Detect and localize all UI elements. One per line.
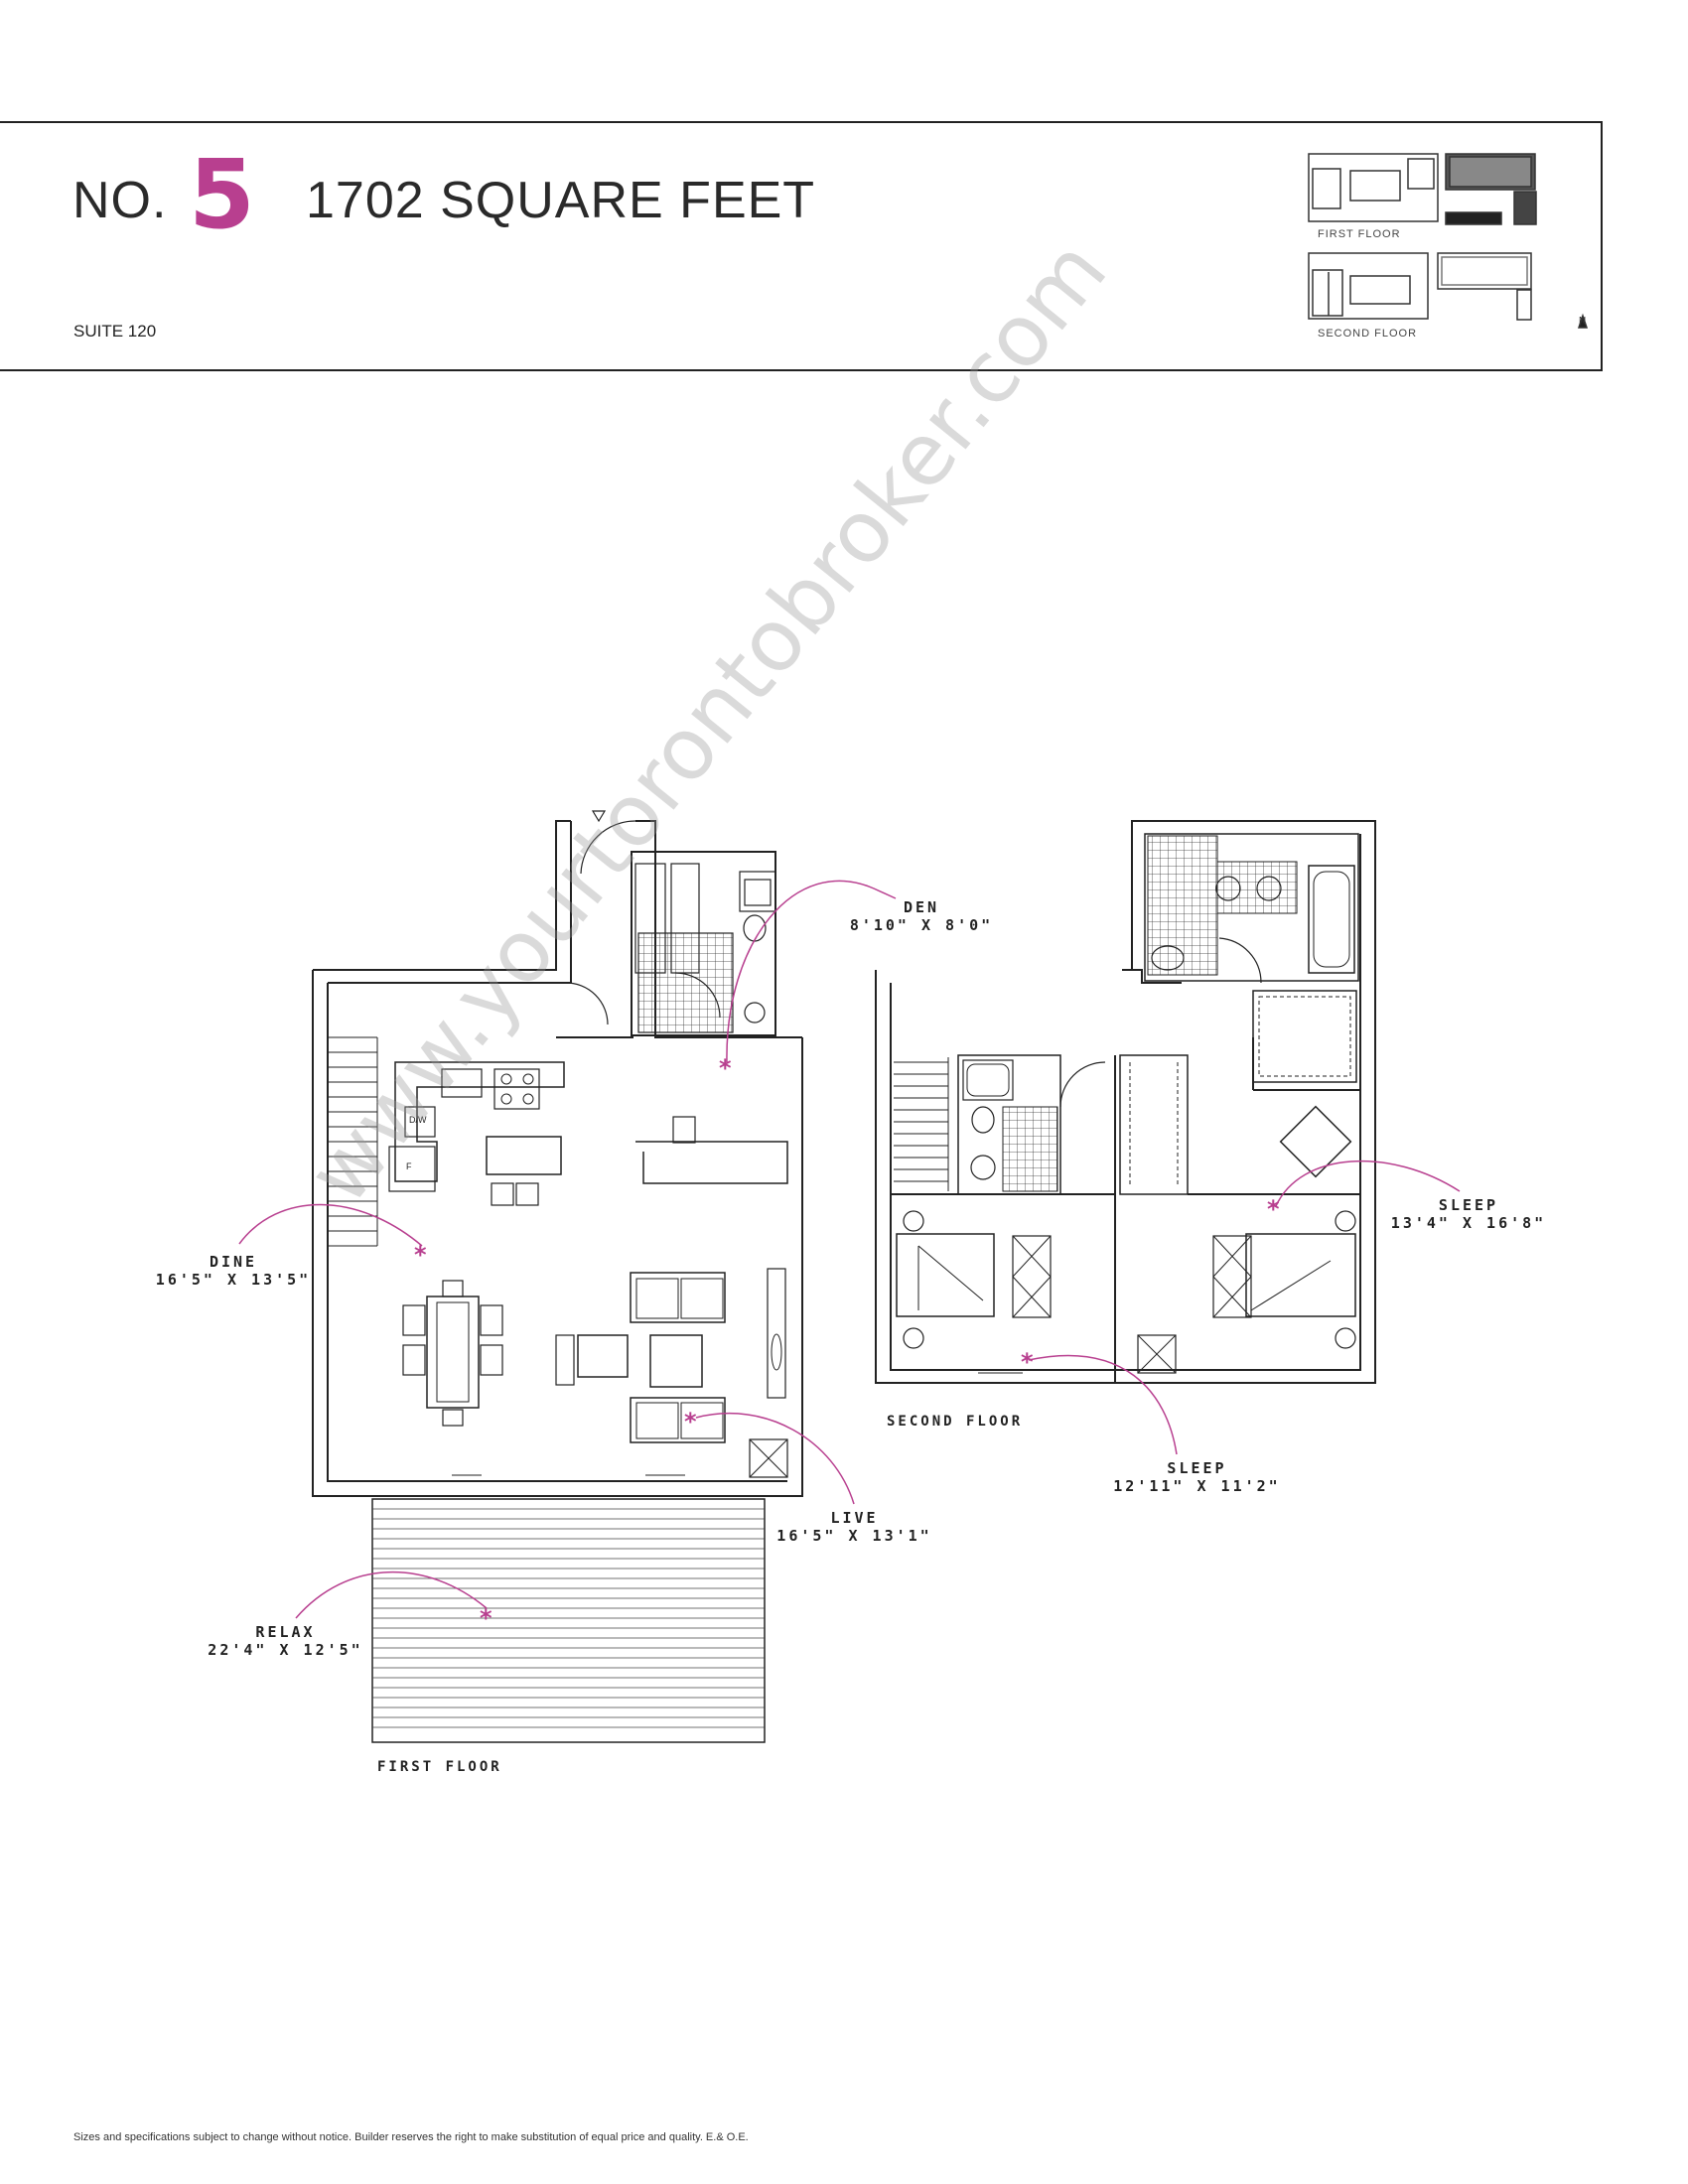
- svg-text:*: *: [719, 1054, 732, 1082]
- second-floor-plan: [875, 820, 1376, 1384]
- room-size-master-bedroom: 13'4" X 16'8": [1390, 1214, 1547, 1232]
- room-size-second-bedroom: 12'11" X 11'2": [1113, 1477, 1281, 1495]
- room-size-live: 16'5" X 13'1": [776, 1527, 932, 1545]
- svg-text:*: *: [480, 1604, 492, 1632]
- room-label-relax: RELAX 22'4" X 12'5": [199, 1623, 372, 1659]
- fridge-label: F: [406, 1161, 412, 1171]
- north-indicator: N: [1579, 316, 1587, 327]
- second-floor-label: SECOND FLOOR: [887, 1414, 1024, 1430]
- disclaimer: Sizes and specifications subject to chan…: [73, 2131, 749, 2143]
- header-panel: [0, 121, 1603, 371]
- first-floor-label: FIRST FLOOR: [377, 1759, 502, 1775]
- svg-text:*: *: [684, 1408, 697, 1435]
- first-floor-plan: [312, 810, 803, 1743]
- room-name-live: LIVE: [830, 1509, 879, 1527]
- square-footage: 1702 SQUARE FEET: [306, 172, 816, 229]
- room-label-second-bedroom: SLEEP 12'11" X 11'2": [1110, 1459, 1284, 1495]
- dishwasher-label: D/W: [409, 1115, 427, 1125]
- svg-text:*: *: [1267, 1195, 1280, 1223]
- room-name-master-bedroom: SLEEP: [1438, 1196, 1499, 1214]
- key-plan-first-floor-label: FIRST FLOOR: [1318, 228, 1401, 240]
- svg-text:*: *: [414, 1241, 427, 1269]
- room-name-den: DEN: [903, 898, 940, 916]
- svg-text:*: *: [1021, 1348, 1034, 1376]
- suite-type-number: 5: [189, 139, 255, 250]
- room-size-relax: 22'4" X 12'5": [208, 1641, 363, 1659]
- room-name-dine: DINE: [209, 1253, 258, 1271]
- room-label-den: DEN 8'10" X 8'0": [842, 898, 1001, 934]
- room-size-dine: 16'5" X 13'5": [155, 1271, 312, 1289]
- room-name-relax: RELAX: [255, 1623, 316, 1641]
- room-label-master-bedroom: SLEEP 13'4" X 16'8": [1383, 1196, 1554, 1232]
- room-name-second-bedroom: SLEEP: [1167, 1459, 1227, 1477]
- suite-label: SUITE 120: [73, 322, 157, 341]
- room-label-dine: DINE 16'5" X 13'5": [154, 1253, 313, 1289]
- room-label-live: LIVE 16'5" X 13'1": [773, 1509, 936, 1545]
- room-size-den: 8'10" X 8'0": [849, 916, 994, 934]
- key-plan-second-floor-label: SECOND FLOOR: [1318, 328, 1418, 340]
- suite-number-prefix: NO.: [72, 172, 168, 229]
